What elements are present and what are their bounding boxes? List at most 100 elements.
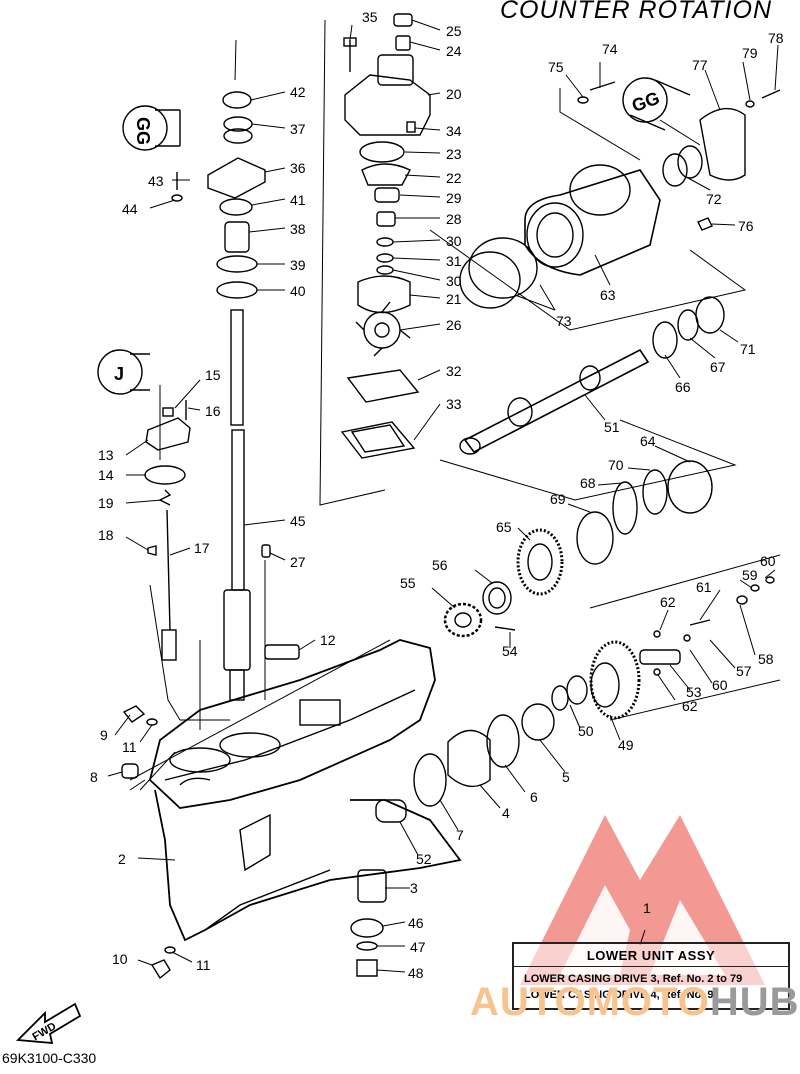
prop-shaft-housing-group [459, 81, 781, 309]
part-56-bearing [482, 581, 512, 615]
callout-label: 79 [742, 45, 758, 61]
part-61-pin [689, 619, 711, 626]
callout-label: 28 [446, 211, 462, 227]
callout-label: 77 [692, 57, 708, 73]
callout-label: 27 [290, 554, 306, 570]
diagram-title: COUNTER ROTATION [500, 0, 773, 24]
callout-label: 3 [410, 880, 418, 896]
callout-label: 42 [290, 84, 306, 100]
part-47-shim [356, 941, 378, 951]
water-pump-group [340, 13, 431, 459]
shift-rod-group [144, 400, 271, 661]
callout-label: 11 [122, 739, 137, 755]
part-62-ball [653, 630, 661, 638]
callout-label: 30 [446, 273, 462, 289]
info-box-line-2: LOWER CASING DRIVE 4, Ref. No. 9 [524, 989, 714, 1001]
part-28-seal [376, 211, 396, 227]
callout-label: 2 [118, 851, 126, 867]
part-78-bolt [761, 89, 781, 99]
callout-label: 14 [98, 467, 114, 483]
callout-label: 52 [416, 851, 432, 867]
part-10-plug [150, 959, 171, 980]
callout-label: 74 [602, 41, 618, 57]
callout-label: 54 [502, 643, 518, 659]
callout-label: 75 [548, 59, 564, 75]
callout-label: 51 [604, 419, 620, 435]
callout-label: 10 [112, 951, 128, 967]
watermark-text-part1: AUTOMOTO [470, 980, 710, 1024]
callout-label: 49 [618, 737, 634, 753]
reverse-gear-group [375, 576, 775, 823]
part-30-washer-b [376, 265, 394, 275]
callout-label: 36 [290, 160, 306, 176]
callout-label: 33 [446, 396, 462, 412]
callout-label: 66 [675, 379, 691, 395]
part-71-bearing [695, 296, 725, 334]
part-42-seal [222, 91, 252, 109]
callout-label: 4 [502, 805, 510, 821]
part-30-washer [376, 237, 394, 247]
callout-label: 58 [758, 651, 774, 667]
callout-label: 9 [100, 727, 108, 743]
callout-label: 20 [446, 86, 462, 102]
callout-label: 17 [194, 540, 210, 556]
part-8-grommet [121, 763, 139, 779]
callout-label: 6 [530, 789, 538, 805]
callout-label: 47 [410, 939, 426, 955]
callout-label: 19 [98, 495, 114, 511]
watermark-text-part2: HUB [709, 980, 800, 1024]
callout-label: 34 [446, 123, 462, 139]
callout-label: 41 [290, 192, 306, 208]
callout-label: 45 [290, 513, 306, 529]
part-63-housing [524, 169, 661, 276]
callout-label: 16 [205, 403, 221, 419]
part-48-nut [356, 959, 378, 977]
callout-label: 61 [696, 579, 712, 595]
part-34-pin [406, 121, 416, 133]
callout-label: 46 [408, 915, 424, 931]
part-27-pin [261, 544, 271, 558]
callout-label: 69 [550, 491, 566, 507]
callout-label: 18 [98, 527, 114, 543]
fwd-arrow-icon [16, 1002, 82, 1045]
part-70-shim [642, 469, 668, 515]
callout-label: 67 [710, 359, 726, 375]
callout-label: 35 [362, 9, 378, 25]
callout-label: 68 [580, 475, 596, 491]
part-68-clip [612, 481, 638, 535]
callout-label: 65 [496, 519, 512, 535]
part-4-gear [447, 729, 491, 788]
callout-label: 44 [122, 201, 138, 217]
part-52-shift-cam [375, 799, 407, 823]
part-7-shim [413, 753, 447, 807]
callout-label: 53 [686, 684, 702, 700]
part-11-gasket-b [164, 946, 176, 954]
detail-bubbles [97, 77, 691, 395]
callout-label: 57 [736, 663, 752, 679]
part-41-oring [219, 198, 253, 216]
part-31-washer [376, 253, 394, 263]
callout-label: 71 [740, 341, 756, 357]
part-79-washer [745, 100, 755, 108]
part-72-seal [662, 153, 688, 187]
part-20-pump-housing [344, 74, 431, 136]
callout-label: 39 [290, 257, 306, 273]
callout-label: 76 [738, 218, 754, 234]
part-29-seal [374, 187, 400, 203]
part-36-retainer [207, 157, 266, 199]
callout-label: 26 [446, 317, 462, 333]
callout-label: 63 [600, 287, 616, 303]
part-24-collar [395, 35, 411, 51]
callout-label: 38 [290, 221, 306, 237]
callout-label: 15 [205, 367, 221, 383]
callout-label: 1 [643, 900, 651, 916]
callout-label: 62 [682, 698, 698, 714]
part-60-ball [765, 576, 775, 584]
part-59-spring [750, 584, 760, 592]
callout-label: 40 [290, 283, 306, 299]
callout-label: 32 [446, 363, 462, 379]
callout-label: 70 [608, 457, 624, 473]
watermark-text: AUTOMOTOHUB [470, 980, 800, 1025]
part-15-bolt [162, 407, 174, 417]
